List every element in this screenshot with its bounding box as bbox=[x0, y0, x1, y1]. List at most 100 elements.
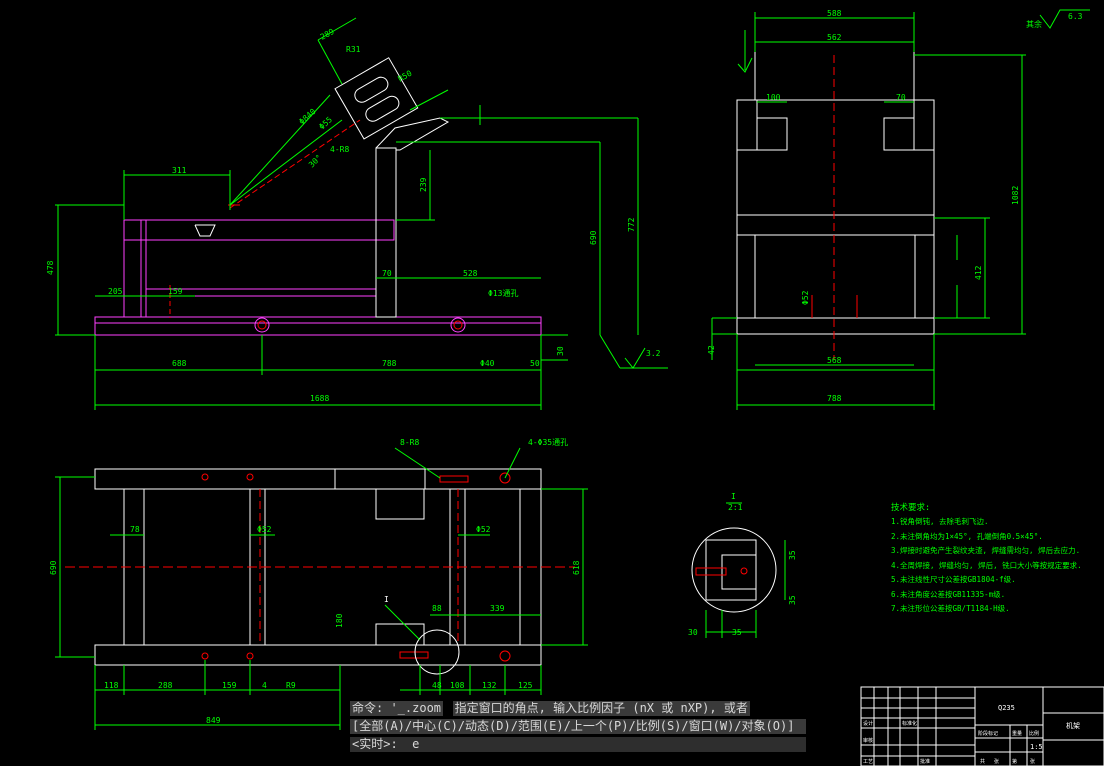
dim-690: 690 bbox=[589, 230, 598, 245]
tb-label-sheet: 张 bbox=[1030, 758, 1035, 765]
dim-618: 618 bbox=[572, 560, 581, 575]
command-window[interactable]: 命令: '_.zoom 指定窗口的角点, 输入比例因子 (nX 或 nXP), … bbox=[350, 697, 806, 755]
tech-req-2: 2.未注倒角均为1×45°, 孔端倒角0.5×45°. bbox=[891, 531, 1043, 541]
dim-30-detail: 30 bbox=[688, 628, 698, 637]
tech-title: 技术要求: bbox=[891, 502, 930, 513]
dim-568: 568 bbox=[827, 356, 842, 365]
top-view-dimensions bbox=[55, 447, 588, 730]
dim-r50: R50 bbox=[397, 69, 414, 84]
detail-view bbox=[691, 527, 777, 613]
dim-588: 588 bbox=[827, 9, 842, 18]
command-history-line-2: 指定窗口的角点, 输入比例因子 (nX 或 nXP), 或者 bbox=[452, 701, 750, 716]
front-view bbox=[94, 57, 542, 336]
command-input[interactable]: <实时>: e bbox=[350, 737, 806, 752]
tb-label-scale: 比例 bbox=[1029, 730, 1039, 737]
dim-289: 289 bbox=[319, 27, 336, 42]
dim-30deg: 30° bbox=[307, 153, 324, 170]
dim-339: 339 bbox=[490, 604, 505, 613]
dim-108: 108 bbox=[450, 681, 465, 690]
roughness-note: 其余 bbox=[1026, 19, 1042, 29]
title-block-scale: 1:5 bbox=[1030, 743, 1043, 751]
dim-205: 205 bbox=[108, 287, 123, 296]
dim-788: 788 bbox=[382, 359, 397, 368]
dim-70: 70 bbox=[382, 269, 392, 278]
dim-412: 412 bbox=[974, 265, 983, 280]
side-view bbox=[736, 52, 935, 360]
dim-180: 180 bbox=[335, 613, 344, 628]
tech-req-7: 7.未注形位公差按GB/T1184-H级. bbox=[891, 603, 1010, 613]
dim-phi40: Φ40 bbox=[480, 359, 495, 368]
dim-478: 478 bbox=[46, 260, 55, 275]
title-block bbox=[860, 686, 1104, 766]
dim-r31: R31 bbox=[346, 45, 361, 54]
dim-42: 42 bbox=[707, 345, 716, 355]
tech-req-6: 6.未注角度公差按GB11335-m级. bbox=[891, 589, 1005, 599]
dim-125: 125 bbox=[518, 681, 533, 690]
tb-label-weight: 重量 bbox=[1012, 730, 1022, 737]
dim-phi55: Φ55 bbox=[317, 115, 334, 131]
dim-688: 688 bbox=[172, 359, 187, 368]
dim-239: 239 bbox=[419, 177, 428, 192]
dim-562: 562 bbox=[827, 33, 842, 42]
dim-phi840: Φ840 bbox=[297, 107, 317, 127]
dim-78: 78 bbox=[130, 525, 140, 534]
dim-788-side: 788 bbox=[827, 394, 842, 403]
dim-phi52-a: Φ52 bbox=[257, 525, 272, 534]
dim-phi52-b: Φ52 bbox=[476, 525, 491, 534]
dim-phi13: Φ13通孔 bbox=[488, 288, 518, 298]
dim-311: 311 bbox=[172, 166, 187, 175]
command-history-line-1: 命令: '_.zoom bbox=[350, 701, 444, 716]
tb-label-standard: 标准化 bbox=[902, 720, 917, 727]
detail-title: I bbox=[731, 492, 736, 501]
dim-1688: 1688 bbox=[310, 394, 329, 403]
dim-159-top: 159 bbox=[222, 681, 237, 690]
dim-48: 48 bbox=[432, 681, 442, 690]
side-view-dimensions bbox=[711, 9, 1090, 410]
dim-690-top: 690 bbox=[49, 560, 58, 575]
tb-label-review: 审核 bbox=[863, 737, 873, 744]
dim-4: 4 bbox=[262, 681, 267, 690]
tech-req-4: 4.全周焊接, 焊缝均匀, 焊后, 铣口大小等按规定要求. bbox=[891, 560, 1082, 570]
title-block-part-name: 机架 bbox=[1066, 721, 1080, 730]
dim-35-c: 35 bbox=[732, 628, 742, 637]
tb-label-total: 共 bbox=[980, 758, 985, 765]
tb-label-sheet-no: 第 bbox=[1012, 758, 1017, 765]
dim-8r8: 8-R8 bbox=[400, 438, 419, 447]
dim-70-side: 70 bbox=[896, 93, 906, 102]
dim-35-b: 35 bbox=[788, 595, 797, 605]
dim-4phi35: 4-Φ35通孔 bbox=[528, 437, 568, 447]
dim-50: 50 bbox=[530, 359, 540, 368]
dim-1082: 1082 bbox=[1011, 186, 1020, 205]
tech-req-5: 5.未注线性尺寸公差按GB1804-f级. bbox=[891, 574, 1016, 584]
dim-528: 528 bbox=[463, 269, 478, 278]
dim-88: 88 bbox=[432, 604, 442, 613]
top-view bbox=[65, 468, 575, 675]
dim-35-a: 35 bbox=[788, 550, 797, 560]
detail-scale: 2:1 bbox=[728, 503, 743, 512]
dim-132: 132 bbox=[482, 681, 497, 690]
dim-118: 118 bbox=[104, 681, 119, 690]
tech-req-1: 1.锐角倒钝, 去除毛刺飞边. bbox=[891, 516, 989, 526]
dim-159: 159 bbox=[168, 287, 183, 296]
dim-849: 849 bbox=[206, 716, 221, 725]
dim-30: 30 bbox=[556, 346, 565, 356]
roughness-6-3: 6.3 bbox=[1068, 12, 1083, 21]
tb-label-process: 工艺 bbox=[863, 759, 873, 765]
dim-100: 100 bbox=[766, 93, 781, 102]
title-block-material: Q235 bbox=[998, 704, 1015, 712]
tb-label-design: 设计 bbox=[863, 720, 873, 727]
dim-phi52-side: Φ52 bbox=[801, 290, 810, 305]
tb-label-stage: 阶段标记 bbox=[978, 730, 998, 737]
dim-288: 288 bbox=[158, 681, 173, 690]
front-view-dimensions bbox=[55, 17, 668, 410]
roughness-3-2: 3.2 bbox=[646, 349, 661, 358]
dim-4r8: 4-R8 bbox=[330, 145, 349, 154]
detail-callout-label: I bbox=[384, 595, 389, 604]
tb-label-approve: 批准 bbox=[920, 758, 930, 765]
tb-label-sheets: 张 bbox=[994, 758, 999, 765]
dim-r9: R9 bbox=[286, 681, 296, 690]
command-options-line[interactable]: [全部(A)/中心(C)/动态(D)/范围(E)/上一个(P)/比例(S)/窗口… bbox=[350, 719, 806, 734]
dim-772: 772 bbox=[627, 217, 636, 232]
tech-req-3: 3.焊接时避免产生裂纹夹渣, 焊缝需均匀, 焊后去应力. bbox=[891, 545, 1080, 555]
